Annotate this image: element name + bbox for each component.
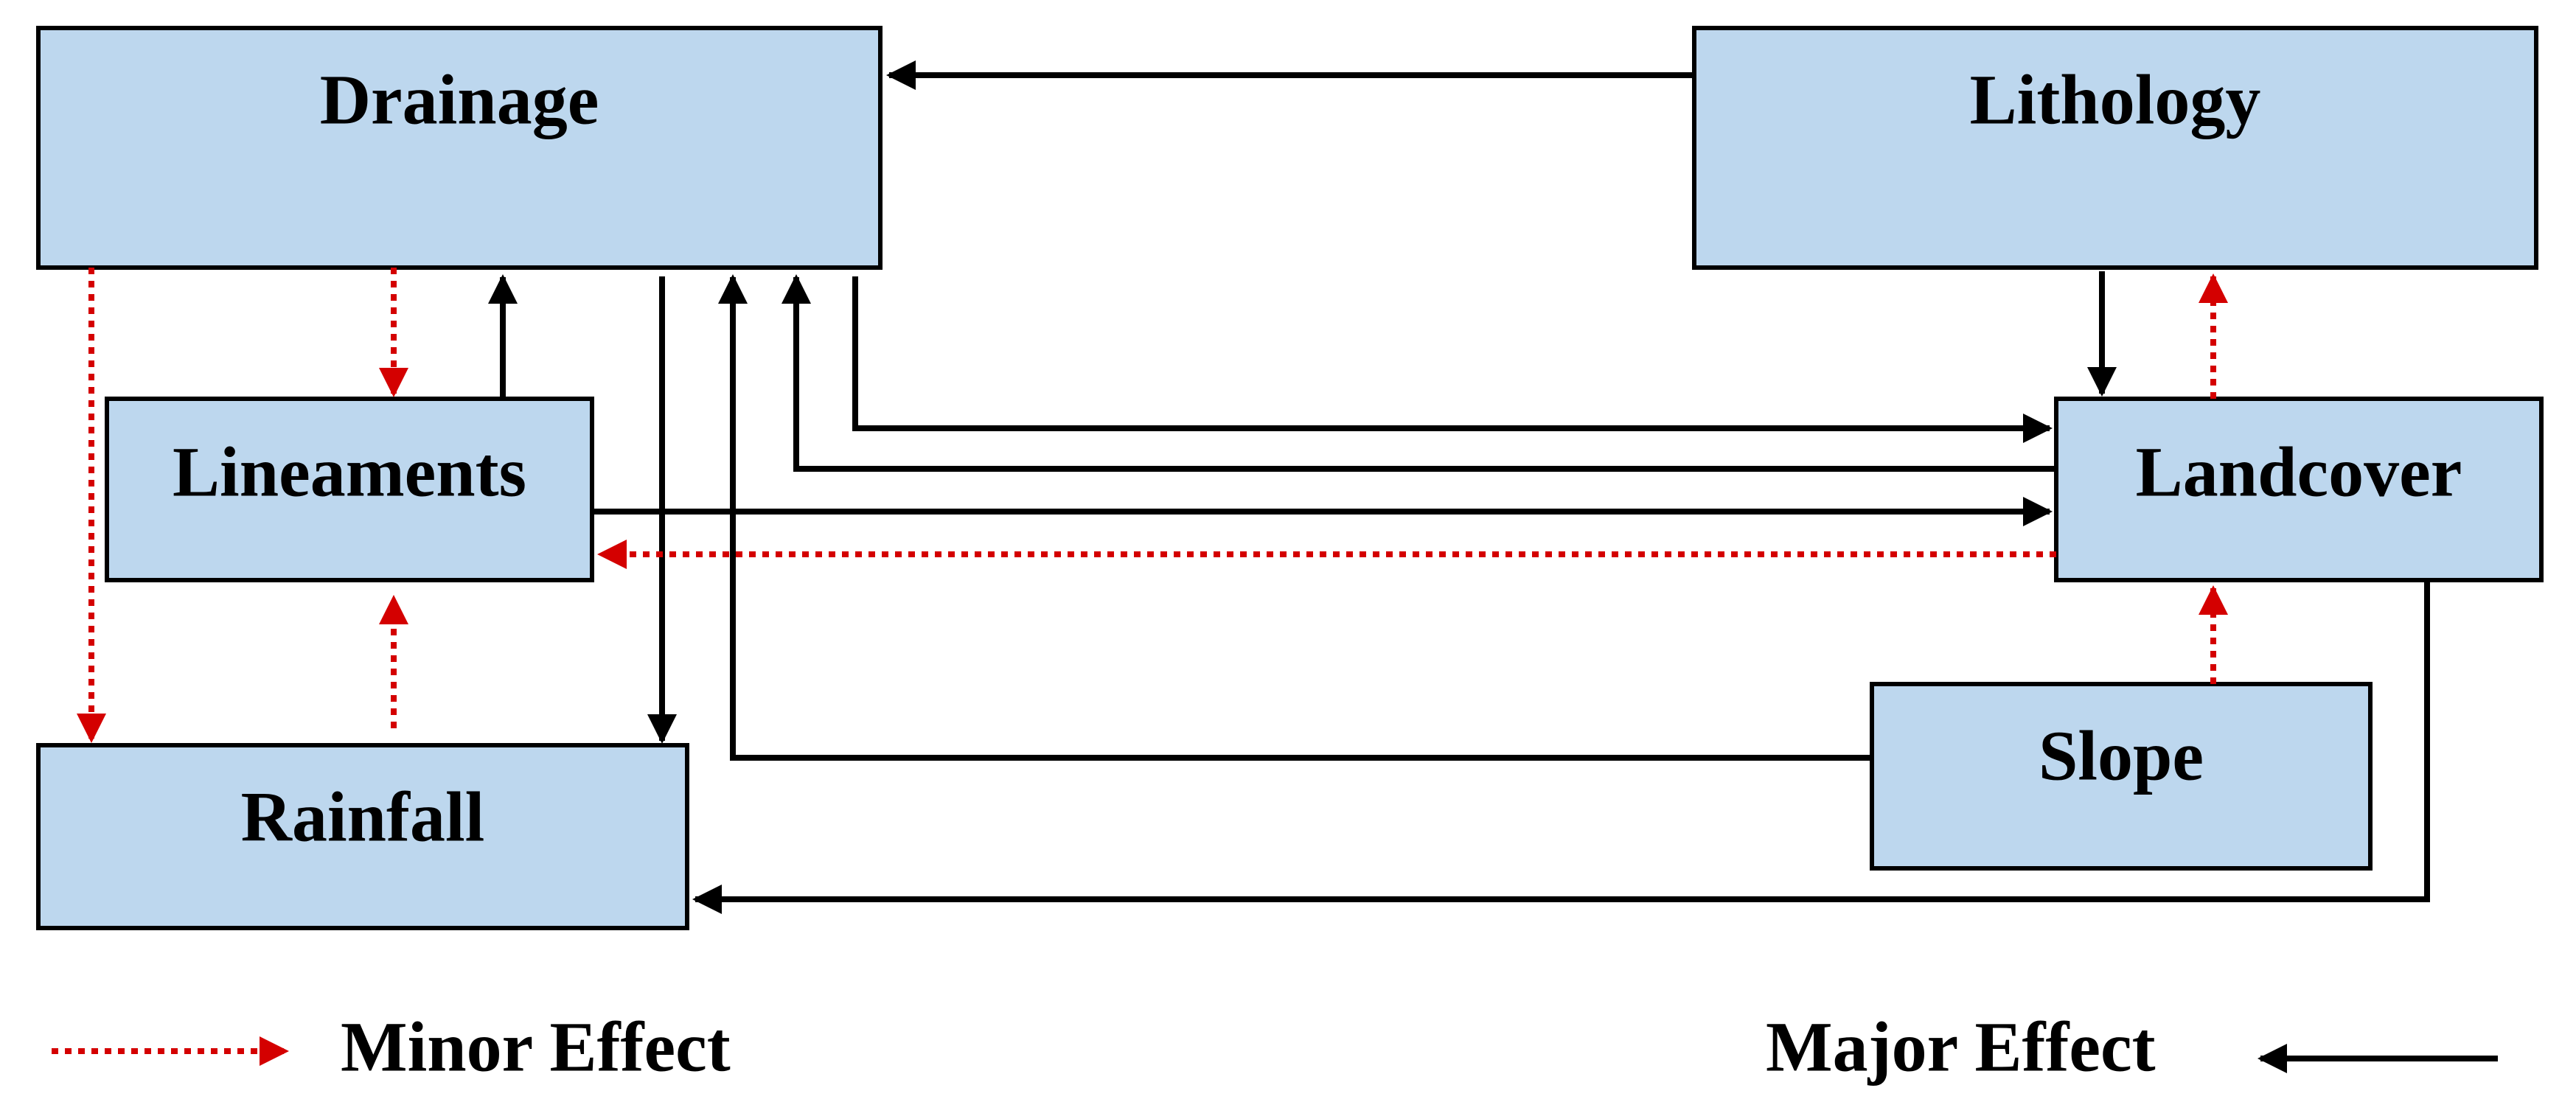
node-label: Rainfall <box>241 778 485 857</box>
node-box <box>36 743 689 930</box>
node-lineaments: Lineaments <box>105 397 594 582</box>
node-lithology: Lithology <box>1692 26 2538 270</box>
node-label: Lithology <box>1970 60 2261 139</box>
node-drainage: Drainage <box>36 26 883 270</box>
node-box <box>2054 397 2544 582</box>
edge-landcover-to-drainage <box>781 274 2056 472</box>
node-label: Drainage <box>320 60 599 139</box>
node-box <box>1870 682 2373 871</box>
node-box <box>105 397 594 582</box>
node-landcover: Landcover <box>2054 397 2544 582</box>
edge-slope-to-drainage <box>718 274 1872 761</box>
node-label: Lineaments <box>173 433 526 512</box>
node-slope: Slope <box>1870 682 2373 871</box>
node-box <box>1692 26 2538 270</box>
node-label: Slope <box>2039 716 2204 795</box>
edge-drainage-to-landcover <box>852 276 2053 443</box>
edge-landcover-to-rainfall <box>692 580 2430 914</box>
node-box <box>36 26 883 270</box>
legend-major-label: Major Effect <box>1766 1008 2156 1087</box>
legend-minor-label: Minor Effect <box>341 1008 731 1087</box>
node-rainfall: Rainfall <box>36 743 689 930</box>
node-label: Landcover <box>2136 433 2462 512</box>
legend: Minor Effect Major Effect <box>52 1008 2498 1087</box>
